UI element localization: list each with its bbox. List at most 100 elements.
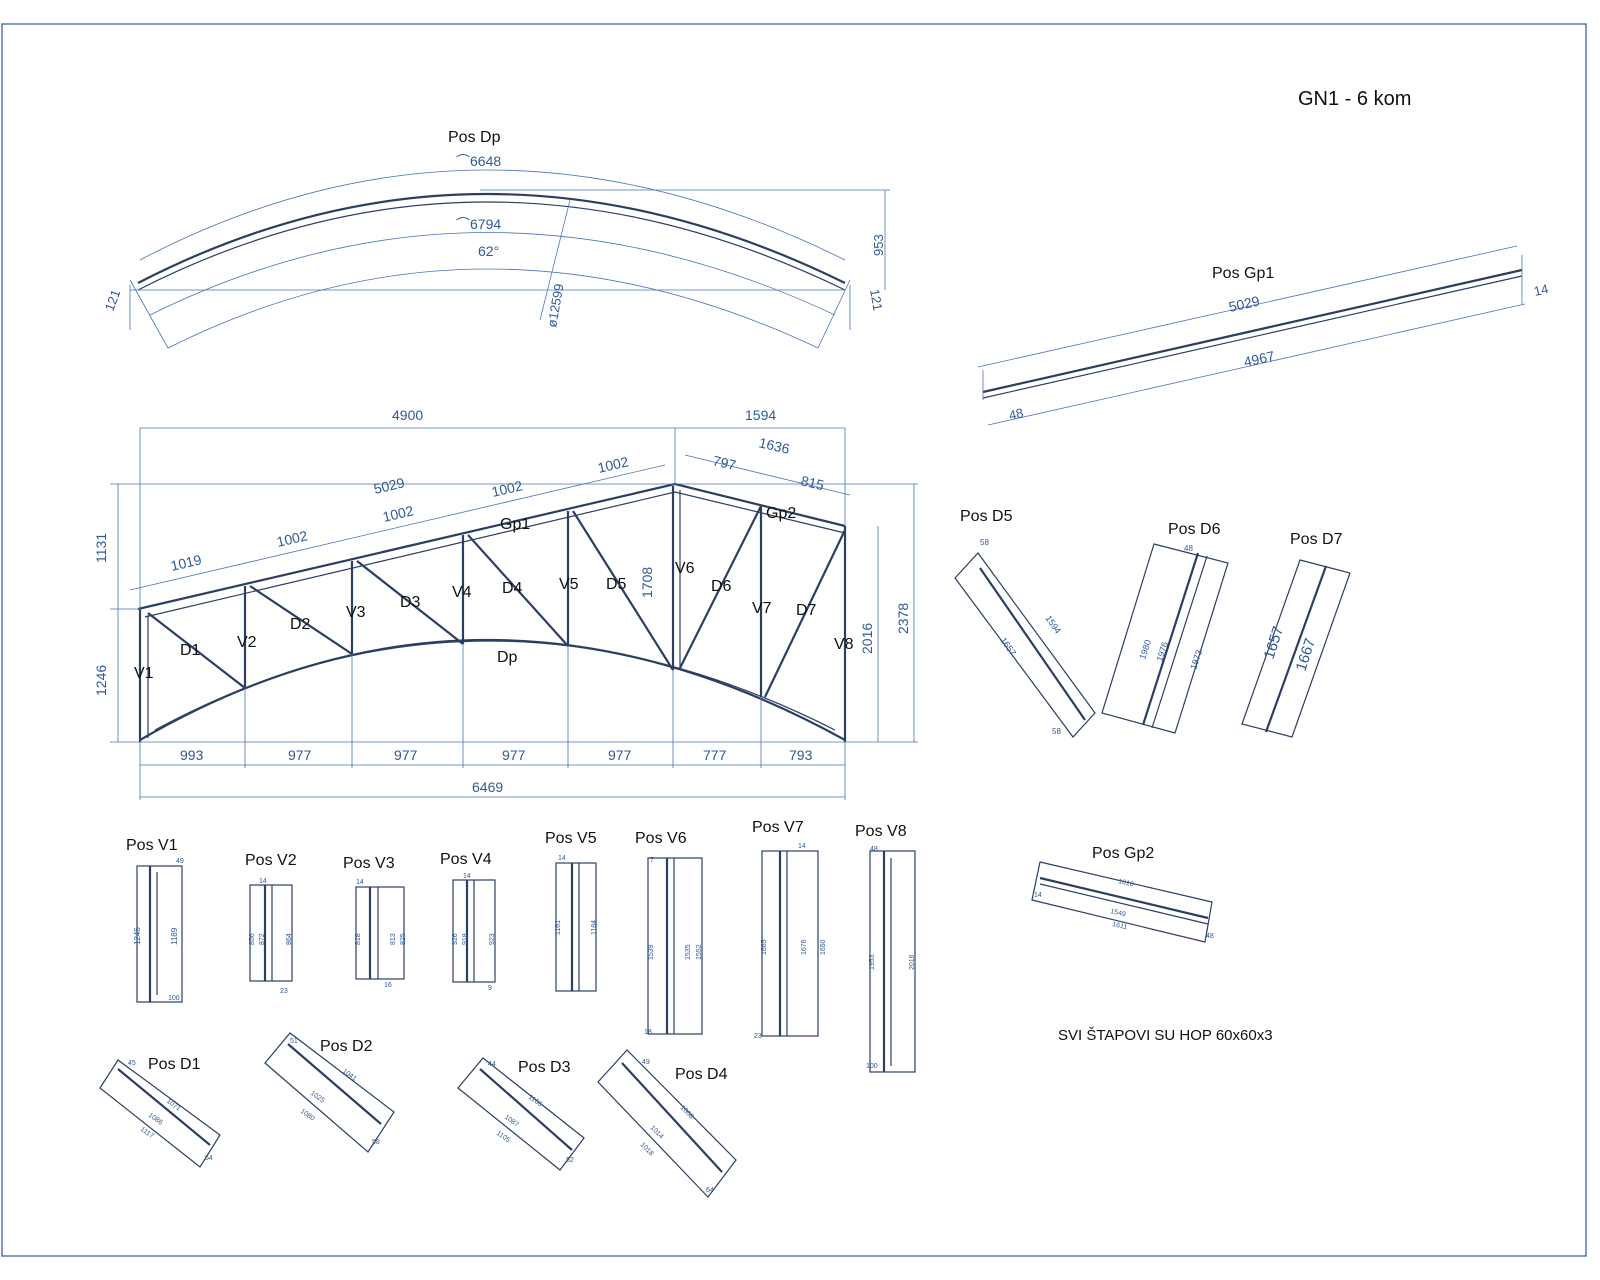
member-label: V8: [834, 636, 854, 653]
pos-d7-dim: 1667: [1293, 636, 1319, 673]
pos-dp-end-right: 121: [867, 288, 886, 312]
truss-bay-dim: 793: [789, 747, 813, 763]
pos-d7-label: Pos D7: [1290, 531, 1343, 548]
member-label: D7: [796, 602, 817, 619]
member-label: V2: [237, 634, 257, 651]
pos-v7-dim: 14: [798, 843, 806, 850]
pos-v7-label: Pos V7: [752, 819, 804, 836]
member-label: D5: [606, 576, 627, 593]
pos-d1-dim: 45: [128, 1060, 136, 1067]
pos-v3-dim: 818: [355, 933, 362, 945]
member-label: D6: [711, 578, 732, 595]
truss-bay-dim: 977: [288, 747, 312, 763]
pos-v5-detail: Pos V5 1161 1184 14: [545, 830, 598, 992]
pos-v4-dim: 918: [462, 933, 469, 945]
pos-v5-dim: 1161: [555, 920, 562, 935]
truss-center-height: 1708: [639, 567, 655, 598]
pos-gp1-end-right: 14: [1532, 281, 1549, 299]
pos-d3-dim: 44: [488, 1061, 496, 1068]
pos-v4-label: Pos V4: [440, 851, 492, 868]
pos-v6-dim: 1539: [648, 944, 655, 960]
pos-d1-detail: Pos D1 1071 1086 1117 45 54: [99, 1056, 221, 1168]
member-label: V4: [452, 584, 472, 601]
pos-v1-detail: Pos V1 1246 1189 49 100: [126, 837, 184, 1003]
pos-gp1-detail: Pos Gp1 5029 4967 48 14: [977, 245, 1550, 426]
pos-d5-dim: 1657: [998, 635, 1018, 657]
pos-v6-detail: Pos V6 1539 1535 1552 7 18: [635, 830, 703, 1036]
member-label: V1: [134, 665, 154, 682]
pos-v6-label: Pos V6: [635, 830, 687, 847]
truss-dim-5029: 5029: [372, 474, 406, 497]
truss-bay-dim: 977: [608, 747, 632, 763]
member-label: V6: [675, 560, 695, 577]
pos-gp2-detail: Pos Gp2 1610 1549 1611 14 48: [1031, 845, 1214, 943]
member-label: V3: [346, 604, 366, 621]
pos-dp-arc-inner-dim: ⌒6794: [456, 216, 501, 232]
pos-v4-dim: 14: [463, 873, 471, 880]
pos-v1-dim: 49: [176, 858, 184, 865]
truss-left-height-1131: 1131: [93, 533, 109, 563]
member-label: V5: [559, 576, 579, 593]
member-label: Gp2: [766, 505, 796, 522]
pos-gp2-dim: 14: [1034, 892, 1042, 899]
member-label: Dp: [497, 649, 518, 666]
pos-gp1-label: Pos Gp1: [1212, 265, 1274, 282]
truss-left-height-1246: 1246: [93, 665, 109, 696]
pos-v2-dim: 856: [249, 933, 256, 945]
pos-d7-detail: Pos D7 1657 1667: [1241, 531, 1351, 738]
pos-d1-dim: 54: [205, 1155, 213, 1162]
truss-right-height-2016: 2016: [859, 623, 875, 654]
truss-bay-dim: 977: [502, 747, 526, 763]
pos-v5-dim: 1184: [591, 920, 598, 935]
truss-dim-1636: 1636: [757, 434, 791, 457]
pos-v8-dim: 100: [866, 1063, 878, 1070]
pos-d6-dim: 1973: [1188, 648, 1204, 670]
truss-total-length: 6469: [472, 779, 503, 795]
pos-v5-label: Pos V5: [545, 830, 597, 847]
pos-v4-dim: 9: [488, 985, 492, 992]
truss-dim-4900: 4900: [392, 407, 423, 423]
pos-v3-dim: 14: [356, 879, 364, 886]
pos-dp-angle: 62°: [478, 243, 499, 259]
pos-d5-dim: 58: [1052, 727, 1061, 736]
pos-dp-end-left: 121: [102, 288, 124, 314]
truss-dim-815: 815: [799, 472, 826, 493]
pos-v7-dim: 1665: [761, 939, 768, 955]
member-label: D2: [290, 616, 311, 633]
member-label: D3: [400, 594, 421, 611]
pos-dp-arc-outer: [137, 192, 846, 284]
pos-v4-dim: 923: [489, 933, 496, 945]
pos-d6-label: Pos D6: [1168, 521, 1221, 538]
truss-dim-1002: 1002: [381, 502, 415, 525]
pos-v5-dim: 14: [558, 855, 566, 862]
member-label: Gp1: [500, 516, 530, 533]
pos-d4-dim: 49: [642, 1059, 650, 1066]
sheet-border: [1, 23, 1587, 1257]
pos-d3-dim: 1166: [527, 1094, 543, 1108]
pos-d4-dim: 64: [706, 1187, 714, 1194]
pos-gp2-label: Pos Gp2: [1092, 845, 1154, 862]
pos-d7-dim: 1657: [1261, 624, 1287, 661]
pos-v6-dim: 1535: [685, 944, 692, 960]
truss-dim-1002: 1002: [275, 527, 309, 550]
truss-dim-1002: 1002: [490, 477, 524, 500]
truss-bay-dim: 977: [394, 747, 418, 763]
pos-v7-dim: 1676: [801, 939, 808, 955]
pos-d2-label: Pos D2: [320, 1038, 373, 1055]
pos-v3-dim: 16: [384, 982, 392, 989]
pos-v3-dim: 813: [390, 933, 397, 945]
pos-dp-label: Pos Dp: [448, 129, 501, 146]
pos-v7-detail: Pos V7 1665 1676 1650 14 23: [752, 819, 827, 1040]
pos-v6-dim: 7: [650, 857, 654, 864]
pos-v2-dim: 864: [286, 933, 293, 945]
pos-d1-dim: 1086: [147, 1112, 164, 1127]
pos-v8-dim: 1953: [869, 954, 876, 970]
pos-d3-label: Pos D3: [518, 1059, 571, 1076]
pos-v2-dim: 872: [259, 933, 266, 945]
pos-v2-label: Pos V2: [245, 852, 297, 869]
pos-v7-dim: 23: [754, 1033, 762, 1040]
pos-v8-label: Pos V8: [855, 823, 907, 840]
member-label: V7: [752, 600, 772, 617]
pos-v4-detail: Pos V4 926 918 923 14 9: [440, 851, 496, 992]
